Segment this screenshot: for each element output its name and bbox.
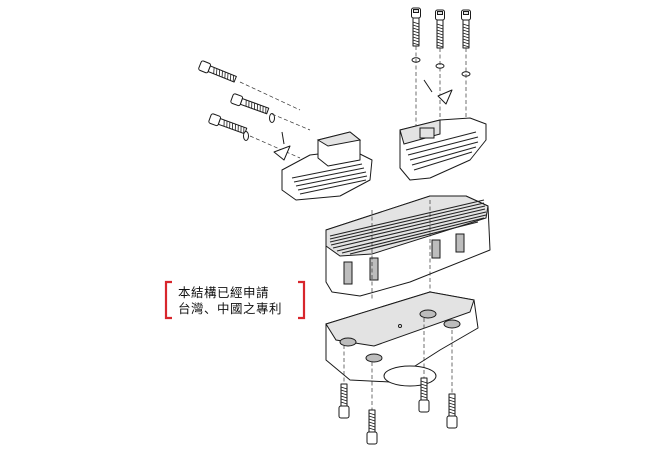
- bottom-bolt-2: [366, 362, 378, 445]
- base-plate: [325, 291, 479, 387]
- main-finned-block: [325, 195, 491, 300]
- washer-icon: [269, 113, 275, 123]
- bottom-bolt-3: [418, 318, 430, 413]
- right-bracket: [298, 280, 306, 320]
- side-bolt-1: [197, 59, 301, 111]
- side-bolt-2: [229, 92, 311, 131]
- left-clamp: [281, 131, 373, 201]
- washer-icon: [243, 131, 249, 141]
- patent-notice: 本結構已經申請 台灣、中國之專利: [164, 280, 306, 320]
- right-clamp: [399, 117, 487, 181]
- top-bolt-1: [411, 7, 421, 140]
- left-bracket: [164, 280, 172, 320]
- pin-right: [423, 79, 453, 105]
- bottom-bolt-1: [338, 345, 350, 419]
- bottom-bolt-4: [446, 330, 458, 429]
- pin-left: [273, 131, 291, 161]
- notice-line-2: 台灣、中國之專利: [178, 301, 282, 316]
- side-bolt-3: [207, 112, 301, 159]
- notice-line-1: 本結構已經申請: [178, 285, 269, 300]
